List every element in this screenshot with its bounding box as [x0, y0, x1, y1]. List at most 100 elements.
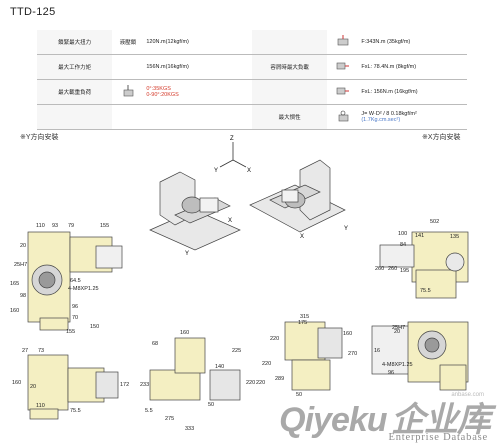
- inertia-icon: [327, 104, 359, 130]
- axis-y-label-top: Y: [214, 168, 218, 174]
- dim-right-260b: 260: [388, 266, 397, 272]
- dim-right-315: 315: [300, 314, 309, 320]
- spec-value-locking-torque: 120N.m(12kgf/m): [143, 30, 252, 55]
- dim-left-73: 73: [38, 348, 44, 354]
- payload-0-90deg: 0-90°:20KGS: [146, 92, 179, 98]
- dim-right-220c: 220: [246, 380, 255, 386]
- dim-left-64-5: 64.5: [70, 278, 81, 284]
- dim-left-160c: 160: [180, 330, 189, 336]
- dim-right-195: 195: [400, 268, 409, 274]
- axis-indicator: [219, 142, 247, 168]
- lever-force-icon: [327, 54, 359, 80]
- spec-label-work-torque: 最大工作力矩: [37, 54, 113, 80]
- dim-right-25h7: 25H7: [392, 325, 405, 331]
- dim-right-260: 260: [375, 266, 384, 272]
- dim-right-220: 220: [270, 336, 279, 342]
- watermark-sub: Enterprise Database: [388, 432, 488, 443]
- left-top-view: [27, 231, 123, 331]
- dim-left-98: 98: [20, 293, 26, 299]
- dim-left-155: 155: [100, 223, 109, 229]
- dim-right-220b: 220: [262, 361, 271, 367]
- dim-left-160b: 160: [12, 380, 21, 386]
- left-machine-illustration: [149, 171, 241, 251]
- dim-right-96: 96: [388, 370, 394, 376]
- dim-left-96: 96: [72, 304, 78, 310]
- axis-y-label-left: Y: [185, 251, 189, 257]
- dim-left-155b: 155: [66, 329, 75, 335]
- dim-left-93: 93: [52, 223, 58, 229]
- spec-value-lever-load: FxL: 78.4N.m (8kgf/m): [358, 54, 467, 80]
- dim-left-20: 20: [20, 243, 26, 249]
- dim-left-140: 140: [215, 364, 224, 370]
- axis-x-label-top: X: [247, 168, 251, 174]
- dim-right-16: 16: [374, 348, 380, 354]
- dim-left-110b: 110: [36, 403, 45, 409]
- dim-left-thread: 4-M8XP1.25: [68, 286, 99, 292]
- dim-left-172: 172: [120, 382, 129, 388]
- dim-left-165: 165: [10, 281, 19, 287]
- dim-left-150: 150: [90, 324, 99, 330]
- dim-left-225: 225: [232, 348, 241, 354]
- dim-left-68: 68: [152, 341, 158, 347]
- dim-right-141: 141: [415, 233, 424, 239]
- dim-left-110: 110: [36, 223, 45, 229]
- dim-right-100: 100: [398, 231, 407, 237]
- dim-left-70: 70: [72, 315, 78, 321]
- dim-right-289: 289: [275, 376, 284, 382]
- dim-right-175: 175: [298, 320, 307, 326]
- x-install-label: ※X方向安裝: [422, 134, 461, 141]
- force-icon: [327, 30, 359, 55]
- right-machine-illustration: [249, 159, 346, 233]
- inertia-value-1: 0.18kgf/m²: [390, 111, 417, 117]
- spec-value-lever-load-2: FxL: 156N.m (16kgf/m): [358, 79, 467, 105]
- y-install-label: ※Y方向安裝: [20, 134, 59, 141]
- axis-x-label-right: X: [300, 234, 304, 240]
- right-bottom-view: [371, 321, 469, 391]
- dim-right-84: 84: [400, 242, 406, 248]
- watermark: Qiyeku 企业库 Enterprise Database anbase.co…: [279, 392, 491, 443]
- dim-left-75-5: 75.5: [70, 408, 81, 414]
- axis-x-label-left: X: [228, 218, 232, 224]
- dim-right-502: 502: [430, 219, 439, 225]
- spec-value-force: F:343N.m (35kgf/m): [358, 30, 467, 55]
- middle-right-views: [284, 321, 343, 391]
- dim-left-50: 50: [208, 402, 214, 408]
- left-bottom-views: [27, 337, 241, 420]
- dim-right-50: 50: [296, 392, 302, 398]
- dim-right-75-5: 75.5: [420, 288, 431, 294]
- dim-left-25h7: 25H7: [14, 262, 27, 268]
- spec-label-max-payload: 最大載重負荷: [37, 79, 113, 105]
- payload-0deg: 0°:35KGS: [146, 86, 171, 92]
- dim-left-27: 27: [22, 348, 28, 354]
- axis-z-label: Z: [230, 136, 234, 142]
- watermark-cn: 企业库: [391, 401, 491, 439]
- inertia-value-2: (1.7Kg.cm.sec²): [361, 117, 401, 123]
- dim-left-333: 333: [185, 426, 194, 432]
- inertia-formula: J= W·D² / 8: [361, 111, 390, 117]
- payload-icon: [112, 79, 144, 105]
- watermark-small: anbase.com: [451, 392, 484, 398]
- spec-table: 鎖緊最大扭力 液壓鎖 120N.m(12kgf/m) F:343N.m (35k…: [37, 30, 467, 130]
- spec-value-work-torque: 156N.m(16kgf/m): [143, 54, 252, 80]
- dim-right-thread: 4-M8XP1.25: [382, 362, 413, 368]
- dim-right-20: 20: [394, 329, 400, 335]
- dim-right-160: 160: [343, 331, 352, 337]
- page-title: TTD-125: [10, 6, 56, 18]
- dim-left-5-5: 5.5: [145, 408, 153, 414]
- lever-force-icon-2: [327, 79, 359, 105]
- dim-right-135: 135: [450, 234, 459, 240]
- dim-right-220d: 220: [256, 380, 265, 386]
- dim-left-20b: 20: [30, 384, 36, 390]
- right-top-view: [379, 231, 469, 299]
- dim-left-160: 160: [10, 308, 19, 314]
- spec-label-locking-torque: 鎖緊最大扭力: [37, 30, 113, 55]
- lock-mode-label: 液壓鎖: [112, 30, 144, 55]
- dim-left-275: 275: [165, 416, 174, 422]
- dim-left-79: 79: [68, 223, 74, 229]
- dim-left-233: 233: [140, 382, 149, 388]
- watermark-brand: Qiyeku: [279, 401, 387, 439]
- axis-y-label-right: Y: [344, 226, 348, 232]
- dim-right-270: 270: [348, 351, 357, 357]
- spec-label-max-inertia: 最大慣性: [251, 104, 328, 130]
